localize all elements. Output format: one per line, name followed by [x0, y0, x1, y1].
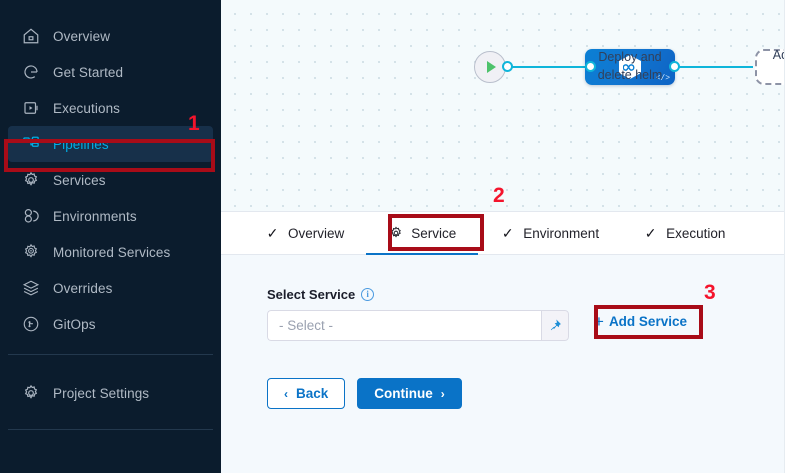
sidebar-item-overrides[interactable]: Overrides: [8, 270, 213, 306]
play-icon: [487, 61, 496, 73]
sidebar-item-label: Services: [53, 172, 106, 188]
stage-caption-line2: delete helm: [597, 68, 663, 82]
tab-label: Service: [411, 225, 457, 241]
tab-service[interactable]: Service: [366, 211, 479, 256]
sidebar-item-environments[interactable]: Environments: [8, 198, 213, 234]
continue-button[interactable]: Continue ›: [357, 378, 462, 409]
sidebar-item-get-started[interactable]: Get Started: [8, 54, 213, 90]
gitops-icon: [22, 315, 40, 333]
port-start: [502, 61, 513, 72]
select-service-label: Select Service: [267, 287, 356, 302]
pipeline-canvas[interactable]: </> Deploy and delete helm Add Stage: [221, 0, 785, 211]
sidebar-item-pipelines[interactable]: Pipelines: [8, 126, 213, 162]
info-icon[interactable]: i: [361, 288, 375, 301]
sidebar-nav-list: Overview Get Started Executions: [0, 18, 221, 342]
add-stage-caption: Add Stage: [772, 48, 785, 62]
tab-environment[interactable]: ✓ Environment: [478, 211, 621, 255]
add-stage-button[interactable]: [755, 49, 785, 85]
environments-icon: [22, 207, 40, 225]
home-icon: [22, 27, 40, 45]
back-button[interactable]: ‹ Back: [267, 378, 346, 409]
tab-label: Execution: [666, 225, 726, 241]
add-service-label: Add Service: [608, 314, 687, 329]
sidebar-item-label: Executions: [53, 100, 121, 116]
sidebar-item-label: Pipelines: [53, 136, 109, 152]
check-icon: ✓: [501, 225, 514, 241]
check-icon: ✓: [644, 225, 657, 241]
executions-play-icon: [22, 99, 40, 117]
sidebar: Overview Get Started Executions: [0, 0, 221, 473]
tab-label: Environment: [523, 225, 600, 241]
plus-icon: +: [594, 312, 604, 331]
pipeline-start-node[interactable]: [474, 51, 506, 83]
form-actions: ‹ Back Continue ›: [267, 378, 785, 409]
gear-icon: [22, 384, 40, 402]
sidebar-item-monitored-services[interactable]: Monitored Services: [8, 234, 213, 270]
tab-overview[interactable]: ✓ Overview: [243, 211, 366, 255]
sidebar-divider-top: [8, 354, 213, 355]
check-icon: ✓: [266, 225, 279, 241]
pipeline-row: </>: [221, 47, 785, 87]
continue-button-label: Continue: [374, 386, 433, 401]
service-tab-panel: Select Service i - Select - + Add Servic…: [221, 255, 785, 473]
select-service-control[interactable]: - Select -: [267, 310, 569, 341]
gear-icon: [388, 226, 403, 241]
sidebar-item-executions[interactable]: Executions: [8, 90, 213, 126]
port-stage-right: [669, 61, 680, 72]
tab-label: Overview: [288, 225, 345, 241]
select-service-row: - Select - + Add Service: [267, 310, 785, 341]
harness-hexagon-icon: [619, 55, 641, 79]
select-service-input[interactable]: - Select -: [267, 310, 541, 341]
sidebar-item-label: Get Started: [53, 64, 124, 80]
sidebar-item-project-settings[interactable]: Project Settings: [8, 375, 213, 411]
sidebar-item-services[interactable]: Services: [8, 162, 213, 198]
tab-execution[interactable]: ✓ Execution: [621, 211, 747, 255]
gear-icon: [22, 171, 40, 189]
connector-start-to-stage: [504, 66, 591, 68]
chevron-left-icon: ‹: [284, 386, 288, 401]
stage-caption-line1: Deploy and: [598, 50, 662, 64]
port-stage-left: [585, 61, 596, 72]
chevron-right-icon: ›: [440, 386, 445, 401]
stage-node-deploy-and-delete-helm[interactable]: </>: [585, 49, 675, 85]
sidebar-divider-bottom: [8, 429, 213, 430]
add-service-button[interactable]: + Add Service: [585, 307, 696, 336]
sidebar-item-label: Environments: [53, 208, 137, 224]
stage-node-caption: Deploy and delete helm: [565, 48, 695, 84]
get-started-icon: [22, 63, 40, 81]
monitored-services-icon: [22, 243, 40, 261]
sidebar-item-overview[interactable]: Overview: [8, 18, 213, 54]
sidebar-item-label: GitOps: [53, 316, 96, 332]
layers-icon: [22, 279, 40, 297]
select-service-label-row: Select Service i: [267, 287, 785, 302]
main-area: </> Deploy and delete helm Add Stage: [221, 0, 785, 473]
sidebar-item-gitops[interactable]: GitOps: [8, 306, 213, 342]
sidebar-item-label: Overrides: [53, 280, 113, 296]
sidebar-item-label: Monitored Services: [53, 244, 171, 260]
back-button-label: Back: [296, 386, 329, 401]
stage-tabs: ✓ Overview Service ✓ Environment ✓ Execu…: [221, 211, 785, 256]
connector-stage-to-addstage: [673, 66, 753, 68]
pin-icon[interactable]: [541, 310, 569, 341]
sidebar-item-label: Project Settings: [53, 385, 150, 401]
code-icon: </>: [655, 74, 670, 83]
sidebar-item-label: Overview: [53, 28, 111, 44]
pipelines-icon: [22, 135, 40, 153]
